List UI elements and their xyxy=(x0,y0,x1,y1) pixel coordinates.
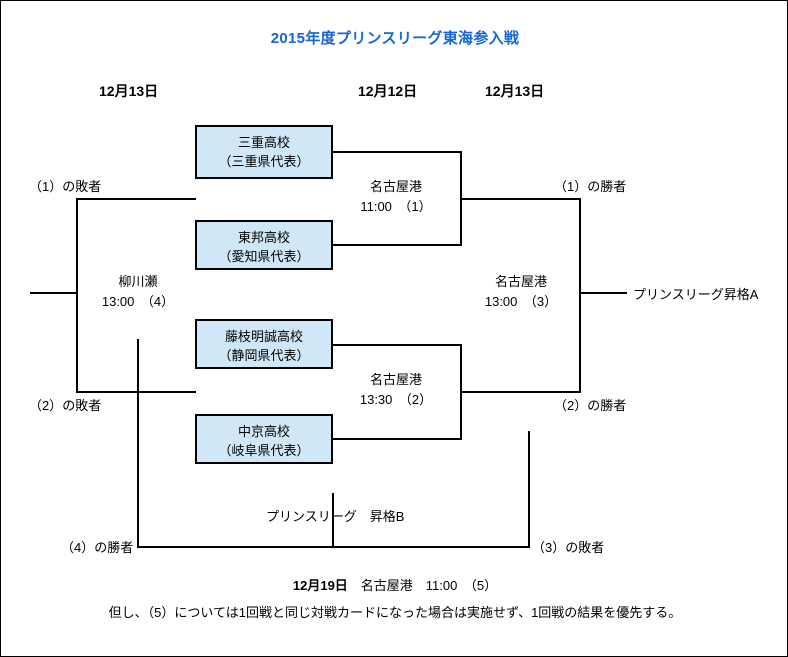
team-box-chukyo[interactable]: 中京高校 （岐阜県代表） xyxy=(195,414,333,464)
connector-loser2-arm xyxy=(76,391,196,393)
promotion-b-label: プリンスリーグ 昇格B xyxy=(266,509,405,524)
slot-label-winner-2: （2）の勝者 xyxy=(554,398,627,413)
page-title: 2015年度プリンスリーグ東海参入戦 xyxy=(270,30,520,47)
match-time: 13:00 （4） xyxy=(101,294,175,309)
match-venue: 名古屋港 xyxy=(494,274,547,289)
final-match-info: 12月19日 名古屋港 11:00 （5） xyxy=(1,575,788,594)
slot-label-winner-4: （4）の勝者 xyxy=(61,540,134,555)
team-region: （愛知県代表） xyxy=(218,249,310,264)
team-box-toho[interactable]: 東邦高校 （愛知県代表） xyxy=(195,220,333,270)
connector-toho-to-match1 xyxy=(333,244,461,246)
match-time: 11:00 （1） xyxy=(360,199,432,214)
connector-loser1-arm xyxy=(76,198,196,200)
match-venue: 柳川瀬 xyxy=(118,274,158,289)
match-label-1: 名古屋港 11:00 （1） xyxy=(331,177,461,217)
match-venue: 名古屋港 xyxy=(369,372,422,387)
team-name: 中京高校 xyxy=(237,424,290,439)
connector-chukyo-to-match2 xyxy=(333,438,461,440)
match-label-2: 名古屋港 13:30 （2） xyxy=(331,370,461,410)
bracket-vertical-match4 xyxy=(76,198,78,393)
connector-match1-winner xyxy=(460,198,580,200)
team-region: （岐阜県代表） xyxy=(218,443,310,458)
connector-match4-stub xyxy=(30,292,78,294)
connector-match2-winner xyxy=(460,391,580,393)
bracket-vertical-final-center xyxy=(332,493,334,548)
final-match-date: 12月19日 xyxy=(292,578,348,593)
connector-match3-to-promotion-a xyxy=(579,292,627,294)
team-name: 三重高校 xyxy=(237,135,290,150)
slot-label-loser-1: （1）の敗者 xyxy=(29,179,102,194)
date-header-right: 12月13日 xyxy=(485,83,545,99)
match-time: 13:30 （2） xyxy=(359,392,433,407)
slot-label-winner-1: （1）の勝者 xyxy=(554,179,627,194)
team-region: （三重県代表） xyxy=(218,154,310,169)
date-header-left: 12月13日 xyxy=(99,83,159,99)
team-box-mie[interactable]: 三重高校 （三重県代表） xyxy=(195,125,333,179)
connector-fujieda-to-match2 xyxy=(333,344,461,346)
connector-mie-to-match1 xyxy=(333,151,461,153)
bracket-vertical-match3 xyxy=(579,198,581,393)
team-region: （静岡県代表） xyxy=(218,348,310,363)
team-name: 東邦高校 xyxy=(237,230,290,245)
match-time: 13:00 （3） xyxy=(484,294,558,309)
promotion-a-label: プリンスリーグ昇格A xyxy=(633,287,759,302)
match-venue: 名古屋港 xyxy=(369,179,422,194)
bracket-vertical-final-left xyxy=(137,339,139,547)
match-label-4: 柳川瀬 13:00 （4） xyxy=(73,272,203,312)
team-name: 藤枝明誠高校 xyxy=(224,329,303,344)
final-match-detail: 名古屋港 11:00 （5） xyxy=(347,578,498,593)
footer-note: 但し、（5）については1回戦と同じ対戦カードになった場合は実施せず、1回戦の結果… xyxy=(108,605,682,620)
slot-label-loser-2: （2）の敗者 xyxy=(29,398,102,413)
slot-label-loser-3: （3）の敗者 xyxy=(532,540,605,555)
match-label-3: 名古屋港 13:00 （3） xyxy=(456,272,586,312)
bracket-vertical-final-right xyxy=(528,431,530,547)
date-header-middle: 12月12日 xyxy=(358,83,418,99)
team-box-fujieda-meisei[interactable]: 藤枝明誠高校 （静岡県代表） xyxy=(195,319,333,369)
